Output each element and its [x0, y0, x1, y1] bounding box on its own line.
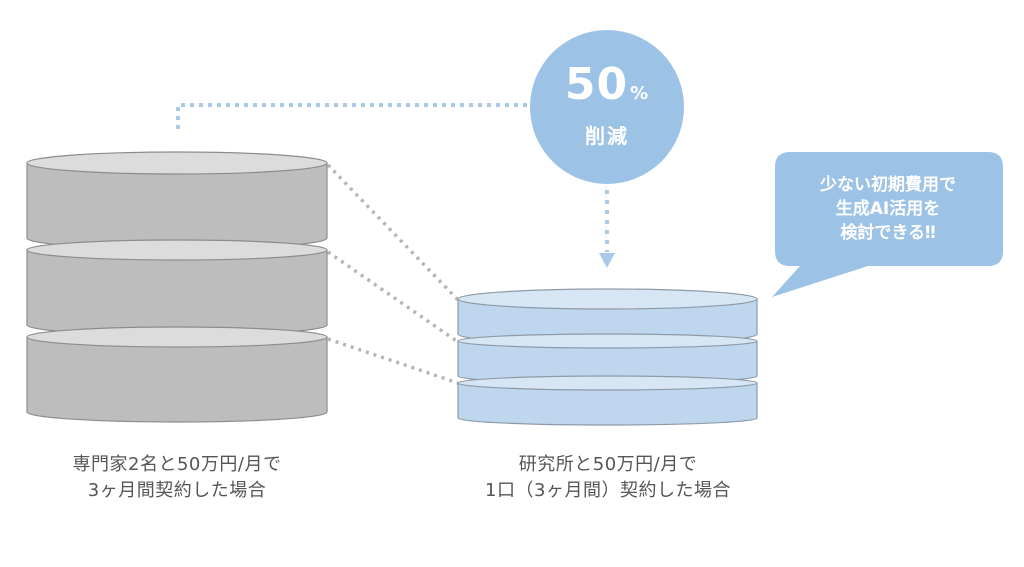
right-disk — [457, 333, 758, 384]
reduction-unit: % — [630, 82, 650, 104]
dotted-connector-line — [326, 163, 460, 302]
dotted-connector-line — [327, 337, 459, 385]
reduction-percentage: 50% — [564, 58, 650, 117]
caption-line: 1口（3ヶ月間）契約した場合 — [485, 480, 731, 501]
disk-body — [457, 382, 758, 426]
left-disk-stack — [26, 151, 328, 423]
right-disk-stack — [457, 288, 758, 426]
reduction-circle — [530, 30, 684, 184]
left-disk — [26, 326, 328, 423]
speech-bubble-shape — [772, 152, 1003, 297]
disk-body — [26, 336, 328, 423]
left-disk — [26, 151, 328, 250]
bubble-line: 少ない初期費用で — [820, 175, 956, 195]
disk-body — [26, 162, 328, 250]
right-caption: 研究所と50万円/月で 1口（3ヶ月間）契約した場合 — [458, 452, 758, 504]
disk-top — [26, 151, 328, 175]
disk-top — [457, 333, 758, 349]
disk-top — [457, 375, 758, 391]
disk-body — [26, 249, 328, 336]
disk-top — [457, 288, 758, 310]
left-caption: 専門家2名と50万円/月で 3ヶ月間契約した場合 — [27, 452, 327, 504]
reduction-label: 削減 — [585, 123, 629, 148]
right-disk — [457, 375, 758, 426]
caption-line: 研究所と50万円/月で — [518, 454, 698, 475]
left-disk — [26, 239, 328, 336]
bubble-line: 検討できる‼ — [840, 223, 936, 243]
right-disk — [457, 288, 758, 345]
dotted-connector-line — [327, 250, 459, 344]
caption-line: 専門家2名と50万円/月で — [72, 454, 282, 475]
arrow-down-icon — [599, 253, 615, 268]
reduction-badge: 50% 削減 — [530, 30, 684, 184]
reduction-value: 50 — [564, 58, 629, 110]
bubble-line: 生成AI活用を — [835, 199, 941, 219]
disk-top — [26, 239, 328, 261]
dotted-bracket-line — [176, 103, 532, 129]
disk-connectors — [326, 163, 460, 385]
disk-top — [26, 326, 328, 348]
speech-bubble: 少ない初期費用で 生成AI活用を 検討できる‼ — [773, 152, 1003, 266]
caption-line: 3ヶ月間契約した場合 — [87, 480, 267, 501]
